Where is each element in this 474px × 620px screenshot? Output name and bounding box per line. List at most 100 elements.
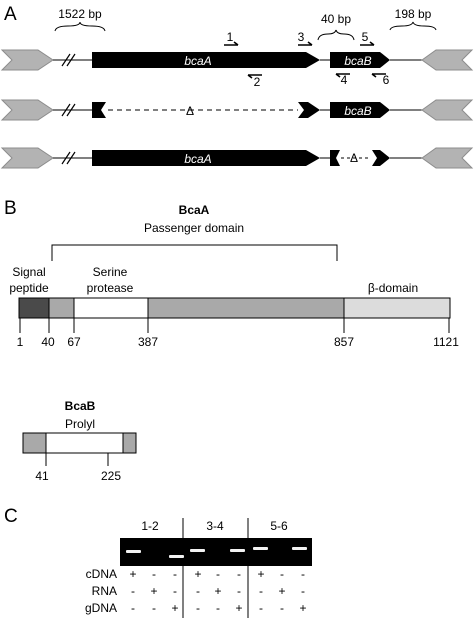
sign: - <box>216 601 220 615</box>
primer-arrow-2 <box>247 74 262 79</box>
bcaA-gene <box>92 150 320 166</box>
passenger-domain-bracket <box>51 244 338 261</box>
flank-left <box>0 99 54 121</box>
bcaB-remnant-end <box>372 150 390 166</box>
sign: + <box>150 584 157 598</box>
locus-row-wildtype: bcaA bcaB 1 2 3 4 5 6 <box>0 30 474 89</box>
brace-1522 <box>54 21 106 32</box>
sign: + <box>129 567 136 581</box>
bcaB-remnant-start <box>330 150 340 166</box>
beta-domain-segment <box>343 297 451 319</box>
bcaA-label: bcaA <box>184 152 211 166</box>
bcaA-protein-diagram: BcaA Passenger domain Signal peptide Ser… <box>9 203 459 349</box>
residue-label: 225 <box>101 469 121 483</box>
beta-domain-label: β-domain <box>368 281 418 295</box>
primer-label-6: 6 <box>383 73 390 87</box>
sign: - <box>196 584 200 598</box>
primer-label-2: 2 <box>254 75 261 89</box>
sign: + <box>235 601 242 615</box>
primer-label-1: 1 <box>227 30 234 44</box>
bcaA-remnant-end <box>298 102 320 118</box>
deletion-symbol: Δ <box>350 151 358 165</box>
sign: + <box>194 567 201 581</box>
signal-peptide-label-line1: Signal <box>12 265 45 279</box>
sign: - <box>280 601 284 615</box>
break-mark <box>61 151 76 165</box>
primer-arrow-6 <box>371 73 386 78</box>
panel-label-a: A <box>4 4 17 25</box>
bcaB-c-segment <box>122 432 137 454</box>
size-198-label: 198 bp <box>395 7 432 21</box>
sign: - <box>259 584 263 598</box>
bcaB-protein-diagram: BcaB Prolyl hydroxylase 41 225 <box>22 399 137 483</box>
brace-198 <box>389 21 437 31</box>
deletion-symbol: Δ <box>186 104 194 118</box>
passenger-segment <box>147 297 345 319</box>
sign: + <box>299 601 306 615</box>
gel-bands <box>126 547 307 558</box>
sign: - <box>131 601 135 615</box>
gel-image <box>120 538 312 566</box>
flank-right <box>421 49 474 71</box>
sign: - <box>301 584 305 598</box>
prolyl-hydroxylase-label-line1: Prolyl <box>65 417 95 431</box>
size-1522-label: 1522 bp <box>58 7 102 21</box>
group-label-1-2: 1-2 <box>141 519 159 533</box>
bcaB-label: bcaB <box>344 104 371 118</box>
passenger-segment <box>48 297 75 319</box>
bcaA-label: bcaA <box>184 54 211 68</box>
sign: - <box>259 601 263 615</box>
flank-left <box>0 49 54 71</box>
residue-label: 67 <box>67 335 81 349</box>
primer-label-3: 3 <box>298 30 305 44</box>
serine-protease-label-line2: protease <box>87 281 134 295</box>
sign: + <box>278 584 285 598</box>
primer-arrow-3 <box>298 41 313 46</box>
row-label-gDNA: gDNA <box>85 601 117 615</box>
sign: - <box>131 584 135 598</box>
sign: + <box>257 567 264 581</box>
signal-peptide-segment <box>18 297 50 319</box>
primer-label-5: 5 <box>362 30 369 44</box>
sign: - <box>301 567 305 581</box>
bcaB-gene <box>330 102 390 118</box>
residue-label: 41 <box>35 469 49 483</box>
rt-pcr-gel-panel: 1-2 3-4 5-6 cDNA RNA gDNA + - - - + - - … <box>85 518 312 618</box>
serine-protease-segment <box>73 297 149 319</box>
band <box>169 555 184 558</box>
sign: - <box>173 567 177 581</box>
primer-arrow-4 <box>335 73 350 78</box>
prolyl-hydroxylase-segment <box>45 432 124 454</box>
bcaB-title: BcaB <box>65 399 96 413</box>
bcaB-n-segment <box>22 432 47 454</box>
brace-40 <box>317 29 355 41</box>
panel-label-c: C <box>4 506 18 527</box>
residue-label: 40 <box>41 335 55 349</box>
bcaA-title: BcaA <box>179 203 210 217</box>
lane-signs: + - - - + - - - + + - - - + - - - + + - … <box>129 567 306 615</box>
sign: - <box>196 601 200 615</box>
locus-row-bcaB-deletion: bcaA Δ <box>0 147 474 169</box>
row-label-cDNA: cDNA <box>86 567 117 581</box>
residue-ticks <box>19 318 450 333</box>
residue-label: 387 <box>138 335 158 349</box>
band <box>292 547 307 550</box>
sign: + <box>214 584 221 598</box>
serine-protease-label-line1: Serine <box>93 265 128 279</box>
sign: - <box>152 567 156 581</box>
row-label-RNA: RNA <box>92 584 117 598</box>
band <box>190 549 205 552</box>
sign: - <box>216 567 220 581</box>
group-label-3-4: 3-4 <box>206 519 224 533</box>
residue-label: 1 <box>17 335 24 349</box>
primer-arrow-5 <box>360 41 375 46</box>
break-mark <box>61 103 76 117</box>
group-label-5-6: 5-6 <box>270 519 288 533</box>
sign: - <box>237 584 241 598</box>
sign: - <box>237 567 241 581</box>
sign: - <box>173 584 177 598</box>
band <box>230 549 245 552</box>
band <box>126 550 141 553</box>
break-mark <box>61 53 76 67</box>
size-40-label: 40 bp <box>321 12 351 26</box>
